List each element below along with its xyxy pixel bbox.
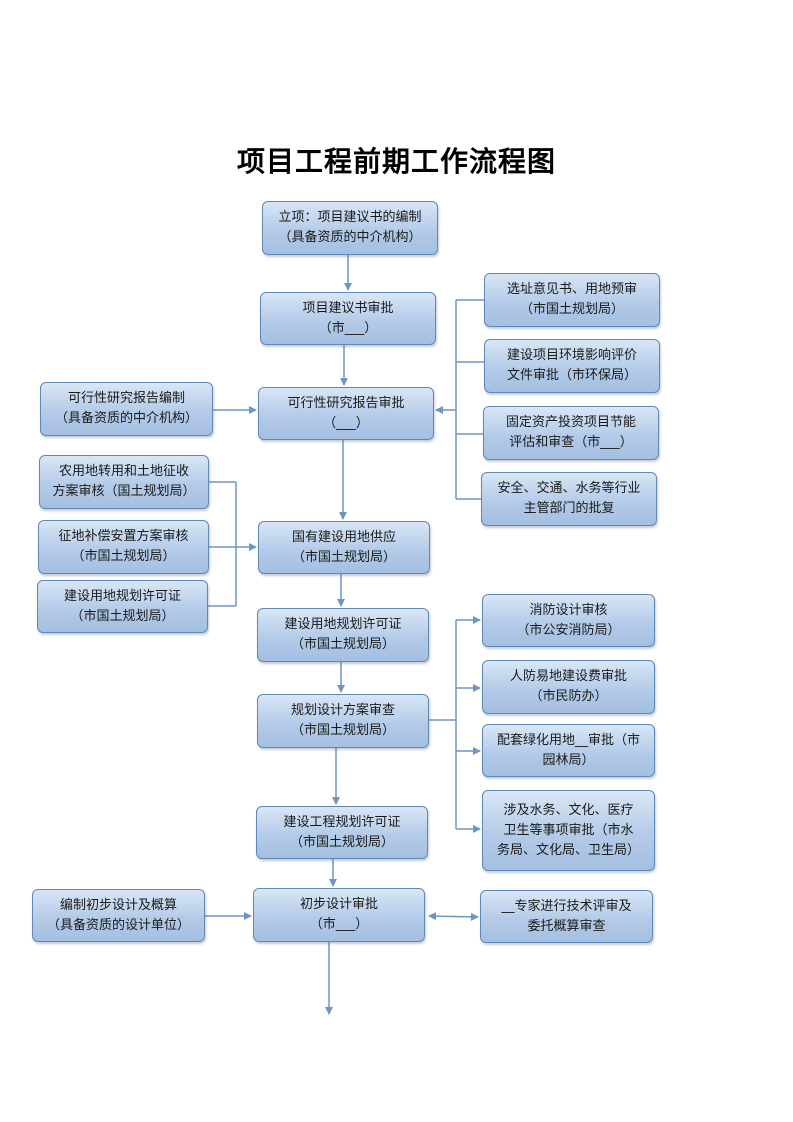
box-guihua-fangan-line-2: （市国土规划局）	[290, 723, 395, 738]
box-chubu-bianzhi: 编制初步设计及概算 （具备资质的设计单位）	[32, 889, 205, 942]
box-jianyishu-shenpi-line-2: （市___）	[318, 320, 378, 336]
box-guihua-fangan-line-1: 规划设计方案审查	[290, 703, 395, 718]
box-shewu-line-1: 涉及水务、文化、医疗	[503, 802, 634, 818]
box-huanjing-line-1: 建设项目环境影响评价	[506, 348, 637, 363]
box-anquan-line-2: 主管部门的批复	[523, 501, 615, 516]
box-jieneng-line-1: 固定资产投资项目节能	[505, 415, 636, 430]
box-jianyishu-shenpi-line-1: 项目建议书审批	[302, 300, 394, 316]
box-shewu: 涉及水务、文化、医疗 卫生等事项审批（市水 务局、文化局、卫生局）	[482, 790, 655, 871]
box-kexingxing-shenpi-line-1: 可行性研究报告审批	[287, 395, 405, 411]
box-chubu-shenpi-line-1: 初步设计审批	[299, 897, 378, 912]
box-kexingxing-bianzhi-line-2: （具备资质的中介机构）	[54, 411, 198, 426]
box-yongdi-xuke-line-1: 建设用地规划许可证	[284, 617, 402, 632]
box-renfang: 人防易地建设费审批 （市民防办）	[482, 660, 655, 714]
box-shewu-line-2: 卫生等事项审批（市水	[503, 822, 634, 838]
box-lixiang: 立项：项目建议书的编制 （具备资质的中介机构）	[262, 201, 438, 255]
box-chubu-bianzhi-line-2: （具备资质的设计单位）	[46, 917, 190, 933]
box-lixiang-line-1: 立项：项目建议书的编制	[278, 210, 422, 225]
box-huanjing: 建设项目环境影响评价 文件审批（市环保局）	[484, 339, 660, 393]
box-yongdi-xuke-line-2: （市国土规划局）	[290, 637, 395, 652]
box-yongdi-xuke-left: 建设用地规划许可证 （市国土规划局）	[37, 580, 208, 633]
box-renfang-line-2: （市民防办）	[529, 689, 608, 704]
box-jieneng: 固定资产投资项目节能 评估和审查（市___）	[483, 406, 659, 460]
box-zhengdi: 征地补偿安置方案审核 （市国土规划局）	[38, 520, 209, 574]
box-xuanzhi-line-2: （市国土规划局）	[519, 302, 624, 317]
box-lvhua: 配套绿化用地__审批（市 园林局）	[482, 724, 655, 777]
box-guoyou-line-1: 国有建设用地供应	[291, 529, 396, 545]
box-yongdi-xuke: 建设用地规划许可证 （市国土规划局）	[257, 608, 429, 662]
box-kexingxing-bianzhi-line-1: 可行性研究报告编制	[67, 391, 185, 406]
box-xuanzhi-line-1: 选址意见书、用地预审	[506, 282, 637, 297]
arrow-chubu-zhuanjia-bidirectional	[428, 912, 479, 921]
box-nongyong-line-2: 方案审核（国土规划局）	[52, 484, 196, 499]
box-gongcheng-xuke-line-2: （市国土规划局）	[289, 834, 394, 850]
box-renfang-line-1: 人防易地建设费审批	[509, 669, 627, 684]
box-zhuanjia-line-1: __专家进行技术评审及	[501, 898, 632, 914]
box-gongcheng-xuke-line-1: 建设工程规划许可证	[283, 814, 401, 830]
box-anquan: 安全、交通、水务等行业 主管部门的批复	[481, 472, 657, 526]
box-guoyou: 国有建设用地供应 （市国土规划局）	[258, 521, 430, 574]
box-chubu-shenpi: 初步设计审批 （市___）	[253, 888, 425, 942]
box-kexingxing-shenpi: 可行性研究报告审批 （___）	[258, 387, 434, 440]
page-title: 项目工程前期工作流程图	[236, 145, 556, 178]
box-zhuanjia-line-2: 委托概算审查	[527, 918, 606, 934]
box-xiaofang-line-2: （市公安消防局）	[516, 622, 621, 638]
box-xiaofang-line-1: 消防设计审核	[529, 602, 608, 618]
box-guihua-fangan: 规划设计方案审查 （市国土规划局）	[257, 694, 429, 748]
box-nongyong-line-1: 农用地转用和土地征收	[58, 464, 189, 479]
box-nongyong: 农用地转用和土地征收 方案审核（国土规划局）	[39, 455, 209, 509]
box-lvhua-line-2: 园林局）	[542, 752, 595, 768]
box-zhengdi-line-1: 征地补偿安置方案审核	[58, 529, 189, 544]
box-xuanzhi: 选址意见书、用地预审 （市国土规划局）	[484, 273, 660, 327]
box-jianyishu-shenpi: 项目建议书审批 （市___）	[260, 292, 436, 345]
box-jieneng-line-2: 评估和审查（市___）	[509, 435, 633, 450]
box-anquan-line-1: 安全、交通、水务等行业	[497, 481, 641, 496]
box-xiaofang: 消防设计审核 （市公安消防局）	[482, 594, 655, 647]
box-zhuanjia: __专家进行技术评审及 委托概算审查	[480, 890, 653, 943]
box-gongcheng-xuke: 建设工程规划许可证 （市国土规划局）	[256, 806, 428, 859]
box-yongdi-xuke-left-line-1: 建设用地规划许可证	[63, 588, 181, 604]
box-chubu-shenpi-line-2: （市___）	[309, 917, 369, 932]
box-huanjing-line-2: 文件审批（市环保局）	[506, 368, 637, 383]
box-kexingxing-shenpi-line-2: （___）	[323, 415, 369, 431]
box-zhengdi-line-2: （市国土规划局）	[71, 549, 176, 564]
box-yongdi-xuke-left-line-2: （市国土规划局）	[70, 608, 175, 624]
box-guoyou-line-2: （市国土规划局）	[291, 549, 396, 565]
box-lixiang-line-2: （具备资质的中介机构）	[278, 230, 422, 245]
box-shewu-line-3: 务局、文化局、卫生局）	[496, 842, 640, 858]
box-kexingxing-bianzhi: 可行性研究报告编制 （具备资质的中介机构）	[40, 382, 213, 436]
box-lvhua-line-1: 配套绿化用地__审批（市	[496, 732, 640, 748]
box-chubu-bianzhi-line-1: 编制初步设计及概算	[59, 897, 177, 913]
